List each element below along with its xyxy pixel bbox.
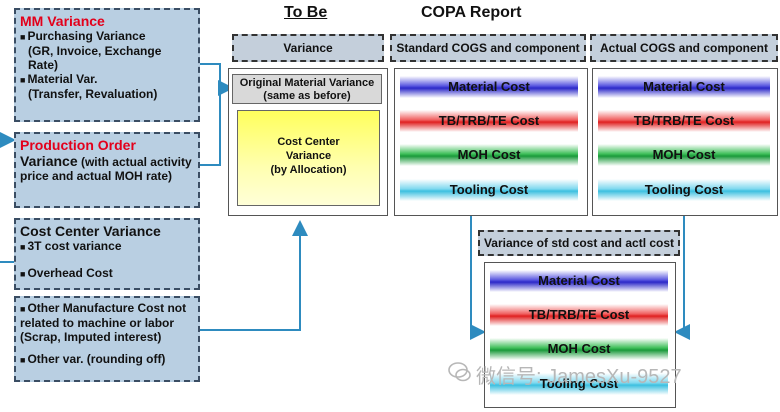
var-tooling-cost-bar: Tooling Cost	[490, 373, 668, 395]
arrow-other-to-ccvar	[200, 220, 308, 331]
other-cost-item: ■Other Manufacture Cost not related to m…	[20, 301, 187, 330]
bullet-icon: ■	[20, 32, 26, 42]
cost-center-variance-title: Cost Center Variance	[20, 223, 161, 239]
production-order-box: Production Order Variance (with actual a…	[14, 132, 200, 208]
arrow-mm-to-variance	[200, 63, 221, 166]
mm-variance-item: ■Purchasing Variance	[20, 29, 146, 43]
std-tooling-cost-bar: Tooling Cost	[400, 179, 578, 201]
bullet-icon: ■	[20, 269, 26, 279]
mm-variance-item: (GR, Invoice, Exchange Rate)	[28, 44, 162, 72]
wechat-icon	[448, 360, 472, 384]
bullet-icon: ■	[20, 304, 26, 314]
production-order-detail: Variance (with actual activity price and…	[20, 153, 192, 183]
cost-center-variance-box: Cost Center Variance ■3T cost variance ■…	[14, 218, 200, 290]
var-tb-cost-bar: TB/TRB/TE Cost	[490, 304, 668, 326]
mm-variance-box: MM Variance ■Purchasing Variance (GR, In…	[14, 8, 200, 122]
other-cost-box: ■Other Manufacture Cost not related to m…	[14, 296, 200, 382]
cost-center-item: ■3T cost variance	[20, 239, 122, 253]
bullet-icon: ■	[20, 75, 26, 85]
mm-variance-title: MM Variance	[20, 13, 105, 29]
watermark-text: 微信号: JamesXu-9527	[476, 366, 682, 388]
copa-report-label: COPA Report	[421, 4, 522, 21]
std-tb-cost-bar: TB/TRB/TE Cost	[400, 110, 578, 132]
cost-center-item: ■Overhead Cost	[20, 266, 113, 280]
std-moh-cost-bar: MOH Cost	[400, 144, 578, 166]
other-cost-item: (Scrap, Imputed interest)	[20, 330, 162, 344]
original-material-variance: Original Material Variance (same as befo…	[232, 74, 382, 104]
act-tooling-cost-bar: Tooling Cost	[598, 179, 770, 201]
standard-cogs-header: Standard COGS and component	[390, 34, 586, 62]
arrow-actual-to-var	[674, 216, 690, 340]
production-order-title: Production Order	[20, 137, 136, 153]
variance-header: Variance	[232, 34, 384, 62]
arrow-std-to-var	[470, 216, 486, 340]
cost-center-variance-allocation: Cost Center Variance (by Allocation)	[237, 110, 380, 206]
bullet-icon: ■	[20, 242, 26, 252]
variance-std-actl-header: Variance of std cost and actl cost	[478, 230, 680, 256]
mm-variance-item: (Transfer, Revaluation)	[28, 87, 158, 101]
actual-cogs-header: Actual COGS and component	[590, 34, 778, 62]
other-cost-item: ■Other var. (rounding off)	[20, 352, 166, 366]
act-moh-cost-bar: MOH Cost	[598, 144, 770, 166]
act-tb-cost-bar: TB/TRB/TE Cost	[598, 110, 770, 132]
var-moh-cost-bar: MOH Cost	[490, 338, 668, 360]
mm-variance-item: ■Material Var.	[20, 72, 98, 86]
act-material-cost-bar: Material Cost	[598, 76, 770, 98]
to-be-label: To Be	[284, 4, 328, 21]
bullet-icon: ■	[20, 355, 26, 365]
var-material-cost-bar: Material Cost	[490, 270, 668, 292]
std-material-cost-bar: Material Cost	[400, 76, 578, 98]
